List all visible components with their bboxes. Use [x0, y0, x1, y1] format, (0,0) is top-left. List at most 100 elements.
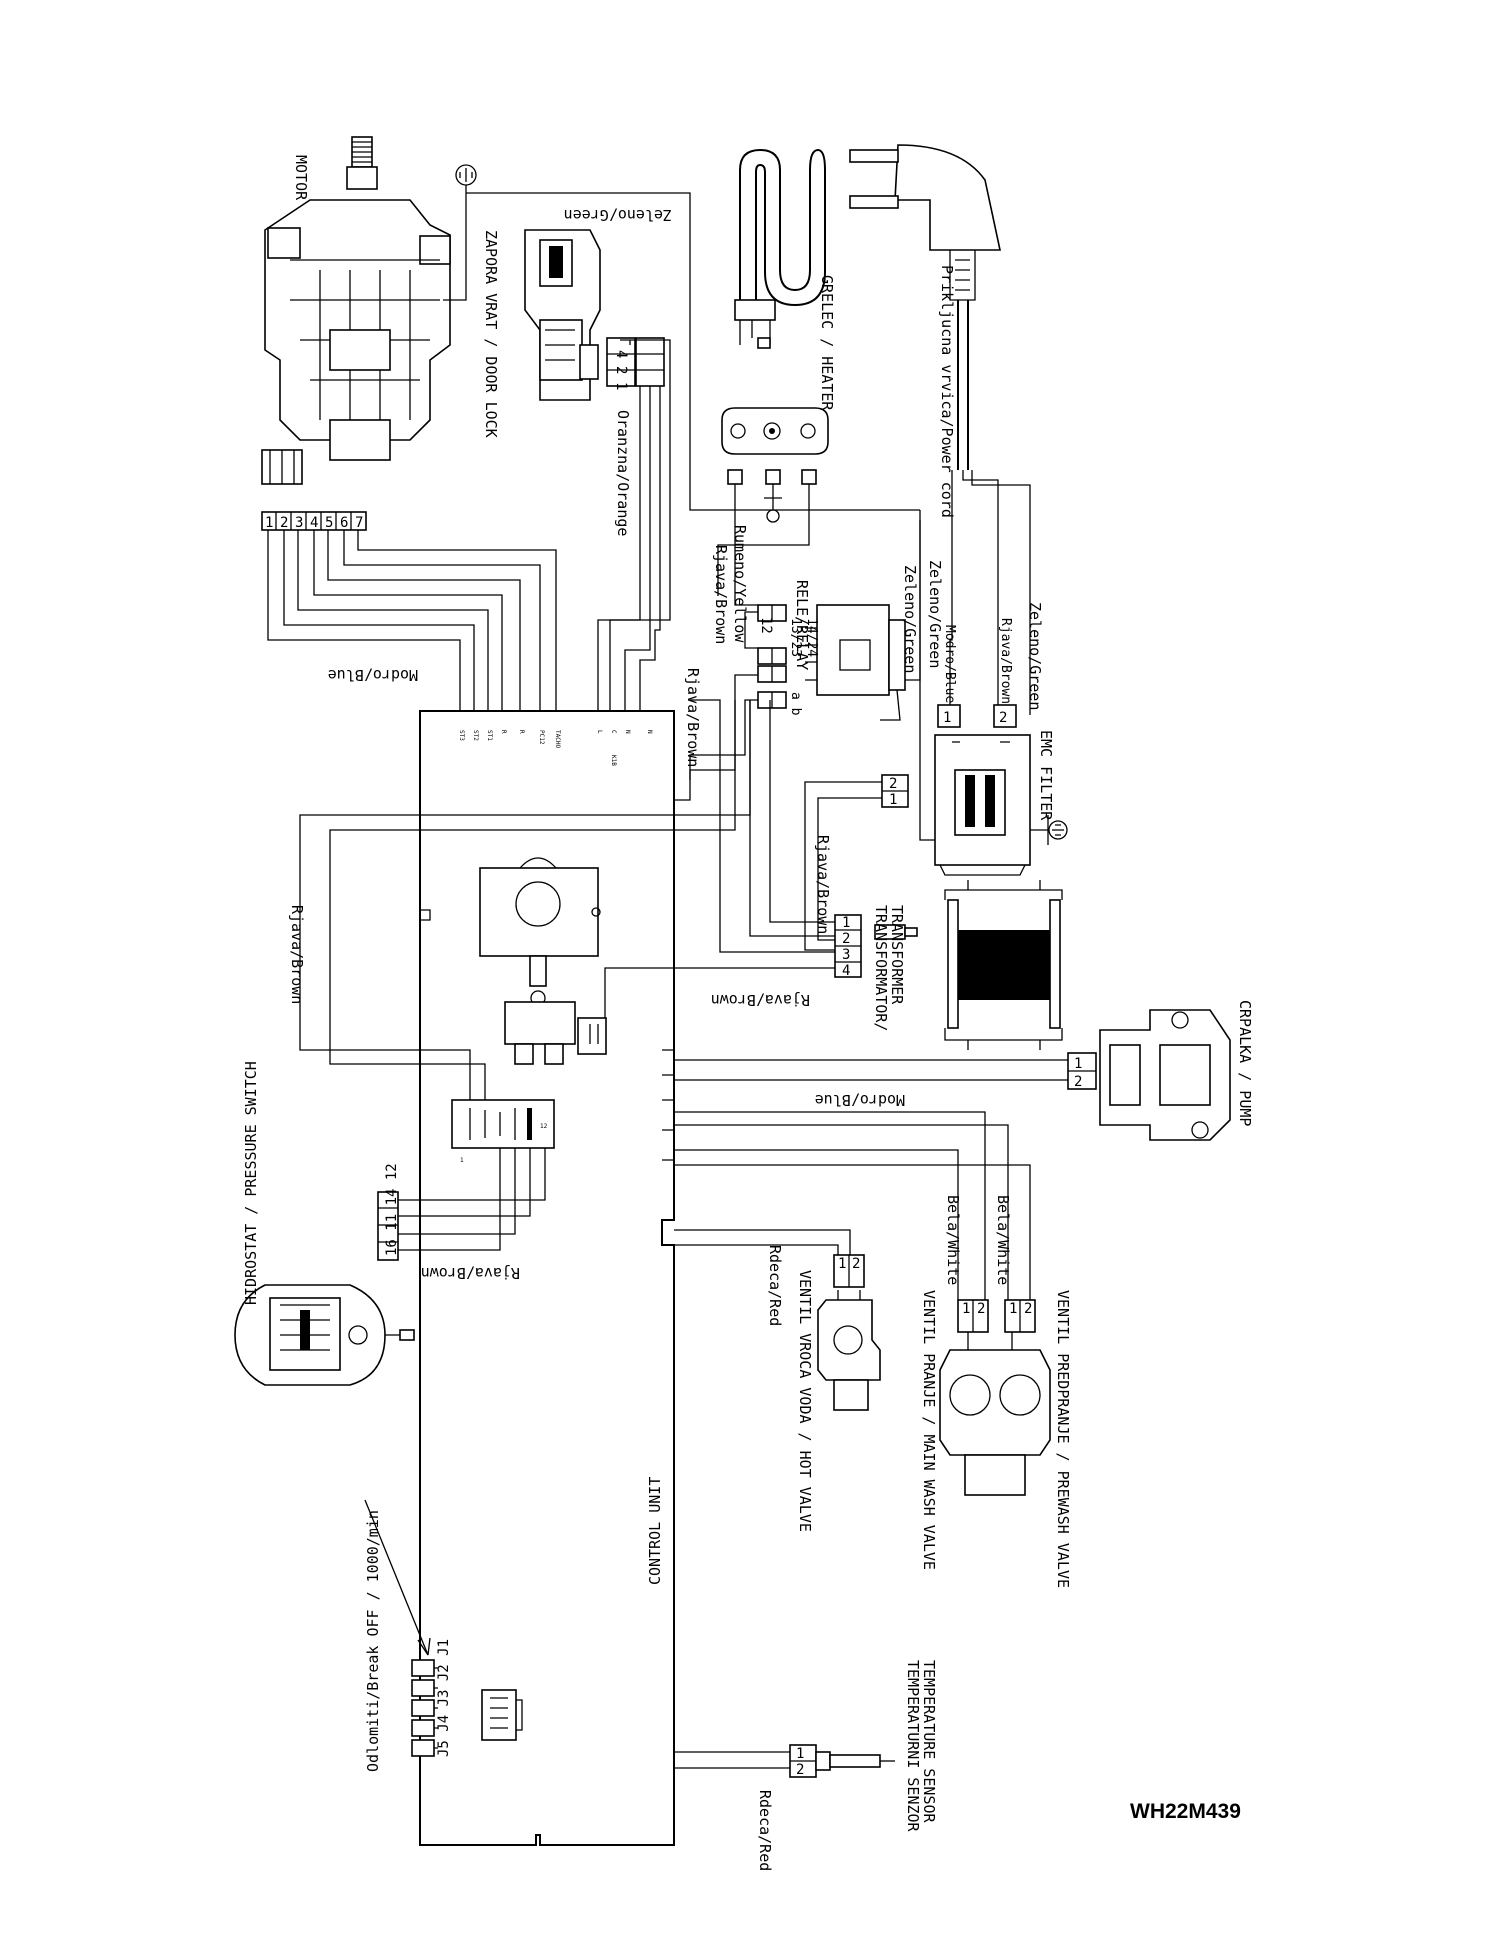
- svg-text:7: 7: [355, 515, 363, 531]
- break-off-label: Odlomiti/Break OFF / 1000/min: [364, 1510, 382, 1772]
- jumper-labels: J5 J4 J3 J2 J1: [436, 1639, 452, 1757]
- svg-text:2: 2: [889, 776, 897, 792]
- svg-text:L: L: [596, 730, 603, 734]
- wire-label-green-top: Zeleno/Green: [564, 206, 672, 224]
- svg-text:1: 1: [962, 1301, 970, 1317]
- transformer-label-1: TRANSFORMATOR/: [872, 905, 890, 1031]
- hydrostat-icon: [234, 1284, 415, 1386]
- pump-icon: [1067, 1009, 1231, 1141]
- svg-text:2: 2: [852, 1256, 860, 1272]
- wire-label-brown-cu: Rjava/Brown: [684, 668, 702, 767]
- wire-label-blue-pump: Modro/Blue: [815, 1091, 905, 1109]
- svg-text:C: C: [610, 730, 617, 734]
- svg-text:4: 4: [842, 963, 850, 979]
- svg-text:1: 1: [838, 1256, 846, 1272]
- wire-label-green-relay: Zeleno/Green: [901, 565, 919, 673]
- wire-label-red-sensor: Rdeca/Red: [756, 1790, 774, 1871]
- wire-label-brown-relay: Rjava/Brown: [712, 545, 730, 644]
- svg-text:2: 2: [977, 1301, 985, 1317]
- svg-text:1: 1: [613, 382, 629, 390]
- hot-valve-icon: [817, 1254, 881, 1411]
- motor-wires: [267, 530, 557, 711]
- relay-pin-ab: a b: [788, 692, 803, 716]
- wire-label-orange: Oranzna/Orange: [614, 410, 632, 536]
- pressure-switch-label: HIDROSTAT / PRESSURE SWITCH: [242, 1061, 260, 1305]
- svg-text:6: 6: [340, 515, 348, 531]
- svg-text:1: 1: [796, 1746, 804, 1762]
- relay-icon: [757, 604, 906, 721]
- pressure-switch-block: 12 1: [451, 1099, 555, 1164]
- temp-sensor-label-2: TEMPERATURE SENSOR: [920, 1660, 938, 1824]
- svg-text:R: R: [518, 730, 525, 734]
- door-lock-connector: [635, 337, 665, 387]
- temp-sensor-label-1: TEMPERATURNI SENZOR: [904, 1660, 922, 1833]
- door-lock-icon: [524, 229, 636, 401]
- svg-text:N: N: [646, 730, 653, 734]
- svg-text:K1B: K1B: [610, 755, 617, 766]
- wire-label-blue-emc: Modro/Blue: [942, 625, 957, 703]
- temperature-sensor-icon: [789, 1744, 895, 1778]
- svg-text:12: 12: [540, 1123, 548, 1130]
- svg-text:1: 1: [265, 515, 273, 531]
- drawing-code: WH22M439: [1130, 1800, 1241, 1823]
- heater-label: GRELEC / HEATER: [818, 275, 836, 411]
- door-lock-label: ZAPORA VRAT / DOOR LOCK: [482, 230, 500, 438]
- svg-text:R: R: [500, 730, 507, 734]
- relay-pin-b: 14/24: [804, 618, 819, 657]
- motor-icon: [261, 136, 451, 485]
- emc-filter-icon: [934, 704, 1068, 876]
- wire-label-green-emc: Zeleno/Green: [1026, 602, 1044, 710]
- svg-text:PC12: PC12: [538, 730, 545, 745]
- svg-text:2: 2: [280, 515, 288, 531]
- program-selector: [479, 857, 607, 1065]
- hot-valve-label: VENTIL VROCA VODA / HOT VALVE: [796, 1270, 814, 1532]
- svg-text:ST2: ST2: [472, 730, 479, 741]
- svg-text:1: 1: [1009, 1301, 1017, 1317]
- board-connector: [481, 1689, 523, 1741]
- pump-label: CRPALKA / PUMP: [1236, 1000, 1254, 1126]
- svg-text:3: 3: [295, 515, 303, 531]
- svg-text:2: 2: [999, 710, 1007, 726]
- wire-label-green-relay-right: Zeleno/Green: [926, 560, 944, 668]
- main-wash-valve-label: VENTIL PRANJE / MAIN WASH VALVE: [920, 1290, 938, 1570]
- svg-text:1: 1: [842, 915, 850, 931]
- motor-label: MOTOR: [292, 155, 310, 201]
- svg-text:4: 4: [310, 515, 318, 531]
- relay-label: RELE/RELAY: [793, 580, 811, 670]
- motor-ground-icon: [443, 164, 920, 511]
- svg-text:ST1: ST1: [486, 730, 493, 741]
- svg-text:2: 2: [1024, 1301, 1032, 1317]
- pressure-switch-connector: [377, 1191, 399, 1261]
- transformer-icon: [834, 880, 1063, 1050]
- connector-21: [804, 774, 909, 951]
- emc-filter-label: EMC FILTER: [1037, 730, 1055, 821]
- power-cord-icon: [849, 144, 1031, 715]
- heater-icon: [734, 148, 826, 349]
- control-unit-board: ST3 ST2 ST1 R R PC12 TACHO L C N N K1B: [419, 710, 675, 1846]
- wire-label-white-pre: Bela/White: [994, 1195, 1012, 1285]
- svg-text:1: 1: [460, 1157, 464, 1164]
- hydro-pins: 16 11 14 12: [384, 1163, 400, 1256]
- wire-label-brown-pot: Rjava/Brown: [711, 991, 810, 1009]
- svg-text:1: 1: [943, 710, 951, 726]
- svg-text:ST3: ST3: [458, 730, 465, 741]
- svg-text:1: 1: [1074, 1056, 1082, 1072]
- svg-text:2: 2: [842, 931, 850, 947]
- svg-text:1: 1: [889, 792, 897, 808]
- wire-label-brown-left: Rjava/Brown: [288, 905, 306, 1004]
- wire-label-brown-trans: Rjava/Brown: [814, 835, 832, 934]
- svg-text:2: 2: [613, 366, 629, 374]
- prewash-valve-label: VENTIL PREDPRANJE / PREWASH VALVE: [1054, 1290, 1072, 1588]
- wire-label-white-main: Bela/White: [944, 1195, 962, 1285]
- heater-terminals: [717, 407, 829, 586]
- transformer-label-2: TRANSFORMER: [888, 905, 906, 1005]
- jumper-block: [411, 1659, 438, 1757]
- svg-text:N: N: [624, 730, 631, 734]
- wire-label-red-hot: Rdeca/Red: [766, 1245, 784, 1326]
- wash-valves-icon: [939, 1299, 1051, 1496]
- wire-label-blue-motor: Modro/Blue: [328, 666, 418, 684]
- wire-label-brown-hydro: Rjava/Brown: [421, 1264, 520, 1282]
- power-cord-label: Prikljucna vrvica/Power cord: [938, 265, 956, 518]
- svg-text:2: 2: [796, 1762, 804, 1778]
